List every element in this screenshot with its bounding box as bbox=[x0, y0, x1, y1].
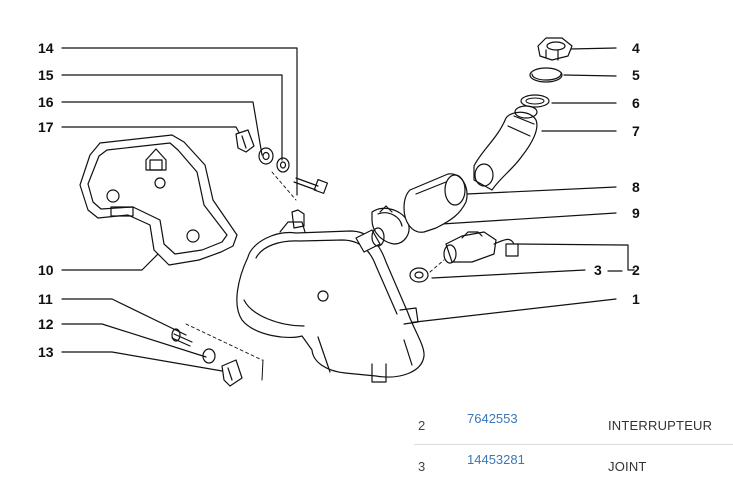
hose-elbow-part bbox=[473, 105, 538, 191]
reservoir-neck bbox=[355, 227, 385, 253]
exploded-parts-diagram: 14 15 16 17 10 11 12 13 4 5 6 7 8 9 2 3 … bbox=[38, 37, 640, 387]
callout-2: 2 bbox=[632, 262, 640, 278]
part-description: INTERRUPTEUR bbox=[608, 418, 713, 433]
part-ref: 3 bbox=[418, 459, 426, 474]
callout-17: 17 bbox=[38, 119, 54, 135]
cap-part bbox=[537, 37, 573, 61]
callout-1: 1 bbox=[632, 291, 640, 307]
part-number-link[interactable]: 7642553 bbox=[467, 411, 518, 426]
callouts-right: 4 5 6 7 8 9 2 3 1 bbox=[594, 40, 640, 307]
o-ring-part bbox=[520, 94, 550, 108]
washer-small-part bbox=[276, 157, 290, 173]
clip-lower-part bbox=[221, 359, 243, 387]
clip-ring-part bbox=[529, 67, 563, 83]
reservoir-part bbox=[236, 209, 425, 383]
clamp-part bbox=[371, 205, 410, 245]
nut-part bbox=[258, 147, 274, 165]
callout-4: 4 bbox=[632, 40, 640, 56]
parts-table: 2 7642553 INTERRUPTEUR 3 14453281 JOINT bbox=[414, 404, 733, 485]
part-description: JOINT bbox=[608, 459, 647, 474]
callout-3: 3 bbox=[594, 262, 602, 278]
callout-11: 11 bbox=[38, 291, 53, 307]
sleeve-part bbox=[403, 173, 468, 233]
assembly-lines bbox=[185, 171, 445, 361]
clip-nut-part bbox=[235, 129, 255, 153]
callout-5: 5 bbox=[632, 67, 640, 83]
part-number-link[interactable]: 14453281 bbox=[467, 452, 525, 467]
callout-8: 8 bbox=[632, 179, 640, 195]
screw-part bbox=[171, 328, 193, 347]
callout-6: 6 bbox=[632, 95, 640, 111]
callout-14: 14 bbox=[38, 40, 54, 56]
part-ref: 2 bbox=[418, 418, 426, 433]
callout-16: 16 bbox=[38, 94, 54, 110]
table-row[interactable]: 3 14453281 JOINT bbox=[414, 445, 733, 485]
callout-12: 12 bbox=[38, 316, 54, 332]
washer-part bbox=[409, 267, 429, 283]
bolt-part bbox=[293, 177, 329, 194]
callout-13: 13 bbox=[38, 344, 54, 360]
callout-7: 7 bbox=[632, 123, 640, 139]
callout-15: 15 bbox=[38, 67, 54, 83]
leader-lines-left bbox=[61, 47, 298, 381]
bracket-part bbox=[79, 134, 238, 266]
leader-lines-right bbox=[397, 47, 635, 325]
callouts-left: 14 15 16 17 10 11 12 13 bbox=[38, 40, 54, 360]
washer-lower-part bbox=[202, 348, 216, 364]
level-switch-part bbox=[443, 231, 519, 264]
table-row[interactable]: 2 7642553 INTERRUPTEUR bbox=[414, 404, 733, 445]
callout-9: 9 bbox=[632, 205, 640, 221]
callout-10: 10 bbox=[38, 262, 54, 278]
